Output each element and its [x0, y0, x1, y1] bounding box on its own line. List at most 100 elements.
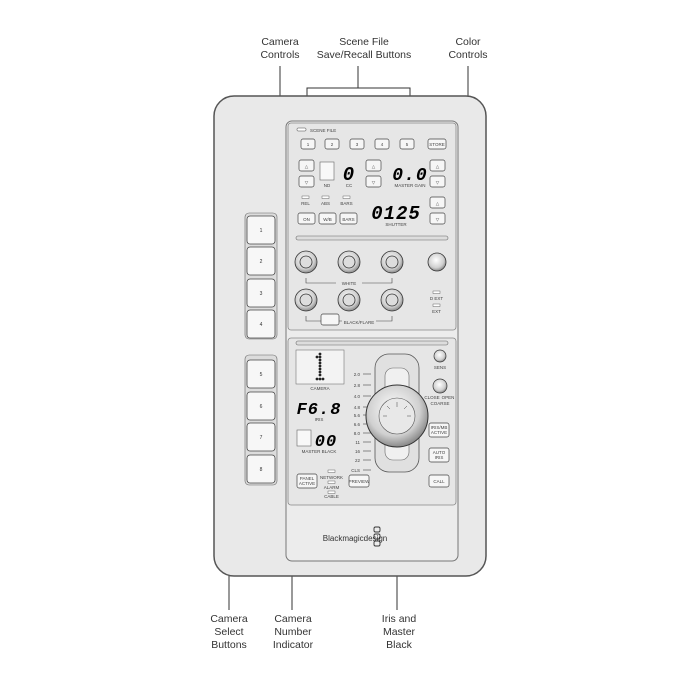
- gain-down-icon: ▽: [436, 180, 440, 185]
- ext-label: EXT: [432, 309, 441, 314]
- gain-up-icon: △: [436, 164, 440, 169]
- iris-mb-active-label-2: ACTIVE: [431, 430, 447, 435]
- auto-iris-button[interactable]: [428, 447, 450, 463]
- rel-label: REL: [301, 201, 310, 206]
- shutter-display: 0125: [371, 203, 421, 225]
- callout-camera-select: Camera Select Buttons: [210, 613, 248, 651]
- wb-button[interactable]: [318, 212, 337, 225]
- call-label: CALL: [433, 479, 445, 484]
- gain-down-button[interactable]: [429, 175, 446, 188]
- ext-led: [432, 303, 441, 307]
- panel-active-label-1: PANEL: [300, 476, 315, 481]
- scene-store-button[interactable]: [427, 138, 447, 150]
- camera-select-label-8: 8: [260, 467, 263, 473]
- master-black-box: [296, 429, 312, 447]
- bars-button[interactable]: [339, 212, 358, 225]
- abs-led: [321, 195, 330, 199]
- camera-select-button-8[interactable]: [246, 454, 276, 484]
- iris-scale-mark: 6.6: [354, 422, 361, 427]
- on-button[interactable]: [297, 212, 316, 225]
- callout-camera-controls: Camera Controls: [260, 36, 300, 61]
- scene-button-3[interactable]: [349, 138, 365, 150]
- white-knobs: [294, 250, 447, 274]
- cc-down-button[interactable]: [365, 175, 382, 188]
- auto-iris-label-1: AUTO: [433, 450, 446, 455]
- call-button[interactable]: [428, 474, 450, 488]
- cc-label: CC: [346, 183, 353, 188]
- cc-up-icon: △: [372, 164, 376, 169]
- shutter-up-button[interactable]: [429, 196, 446, 209]
- joystick-ticks: [383, 402, 411, 417]
- sens-label: SENS: [434, 365, 446, 370]
- camera-select-button-4[interactable]: [246, 309, 276, 339]
- camera-select-label-5: 5: [260, 372, 263, 378]
- gain-up-button[interactable]: [429, 159, 446, 172]
- preview-button[interactable]: [348, 474, 370, 488]
- scene-button-2[interactable]: [324, 138, 340, 150]
- open-label: OPEN: [442, 395, 455, 400]
- callout-iris-master: Iris and Master Black: [381, 613, 417, 651]
- panel-active-label-2: ACTIVE: [299, 481, 315, 486]
- panel-active-button[interactable]: [296, 473, 318, 489]
- flare-button[interactable]: [320, 313, 340, 326]
- nd-up-button[interactable]: [298, 159, 315, 172]
- shutter-down-button[interactable]: [429, 212, 446, 225]
- camera-select-button-1[interactable]: [246, 215, 276, 245]
- cc-up-button[interactable]: [365, 159, 382, 172]
- iris-scale-mark: 2.0: [354, 372, 361, 377]
- shutter-down-icon: ▽: [436, 217, 440, 222]
- camera-select-button-6[interactable]: [246, 391, 276, 421]
- black-flare-knobs: [294, 288, 404, 312]
- iris-scale-mark: 2.8: [354, 383, 361, 388]
- scene-file-led: [296, 127, 307, 132]
- network-led: [327, 469, 336, 473]
- cable-label: CABLE: [324, 494, 339, 499]
- d-ext-led: [432, 290, 441, 294]
- nd-label: ND: [324, 183, 331, 188]
- scene-button-3-label: 3: [356, 142, 359, 147]
- camera-select-label-1: 1: [260, 228, 263, 234]
- camera-select-buttons: 1 2 3 4 5 6 7 8: [244, 212, 278, 486]
- iris-scale-mark: CLS: [351, 468, 360, 473]
- iris-mb-active-label-1: IRIS/MB: [431, 425, 448, 430]
- scene-button-1-label: 1: [307, 142, 310, 147]
- preview-label: PREVIEW: [349, 479, 371, 484]
- camera-select-button-2[interactable]: [246, 246, 276, 276]
- white-label: WHITE: [342, 281, 357, 286]
- camera-select-label-6: 6: [260, 404, 263, 410]
- camera-select-label-3: 3: [260, 291, 263, 297]
- master-black-label: MASTER BLACK: [302, 449, 337, 454]
- auto-iris-label-2: IRIS: [435, 455, 444, 460]
- camera-select-button-5[interactable]: [246, 359, 276, 389]
- rel-led: [301, 195, 310, 199]
- iris-scale-mark: 8.0: [354, 431, 361, 436]
- nd-up-icon: △: [305, 164, 309, 169]
- iris-display: F6.8: [297, 401, 342, 420]
- shutter-up-icon: △: [436, 201, 440, 206]
- black-flare-label: BLACK/FLARE: [344, 320, 375, 325]
- brand-logo-text: Blackmagicdesign: [323, 534, 387, 543]
- camera-select-button-3[interactable]: [246, 278, 276, 308]
- nd-down-button[interactable]: [298, 175, 315, 188]
- bars-led-label: BARS: [340, 201, 352, 206]
- scene-button-5[interactable]: [399, 138, 415, 150]
- camera-label: CAMERA: [310, 386, 329, 391]
- iris-mb-active-button[interactable]: [428, 422, 450, 438]
- sens-button[interactable]: [433, 349, 447, 363]
- scene-button-4[interactable]: [374, 138, 390, 150]
- brand-logo-icon: [373, 526, 381, 547]
- camera-select-button-7[interactable]: [246, 422, 276, 452]
- iris-scale-mark: 16: [355, 449, 361, 454]
- alarm-led: [327, 480, 336, 484]
- coarse-knob[interactable]: [432, 378, 448, 394]
- scene-buttons: 1 2 3 4 5 STORE: [300, 138, 447, 150]
- scene-button-4-label: 4: [381, 142, 384, 147]
- iris-scale-mark: 11: [355, 440, 360, 445]
- nd-display: [319, 161, 335, 181]
- black-flare-label-bg: [342, 318, 376, 325]
- white-label-bg: [336, 279, 362, 286]
- divider-slot-upper: [295, 235, 449, 241]
- scene-button-1[interactable]: [300, 138, 316, 150]
- extra-knob[interactable]: [427, 252, 447, 272]
